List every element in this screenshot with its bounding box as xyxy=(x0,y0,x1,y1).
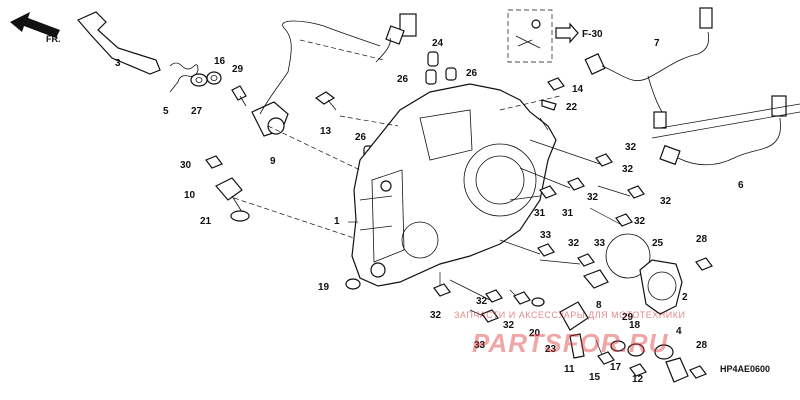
callout-27: 27 xyxy=(191,106,203,117)
washer-4 xyxy=(654,344,674,360)
dowel-pin-26a xyxy=(425,69,437,85)
callout-32-a: 32 xyxy=(625,142,637,153)
bolt-13 xyxy=(314,91,337,111)
collar-16 xyxy=(206,71,222,85)
reference-arrow-icon xyxy=(555,22,579,44)
callout-14: 14 xyxy=(572,84,584,95)
nut-12 xyxy=(629,363,647,377)
callout-32-c: 32 xyxy=(587,192,599,203)
callout-20: 20 xyxy=(529,328,541,339)
callout-10: 10 xyxy=(184,190,196,201)
gasket-25 xyxy=(605,233,651,279)
callout-3: 3 xyxy=(115,58,121,69)
crankcase-cover xyxy=(351,83,557,287)
callout-22: 22 xyxy=(566,102,578,113)
bolt-28-top xyxy=(695,257,713,271)
callout-31-b: 31 xyxy=(562,208,574,219)
callout-9: 9 xyxy=(270,156,276,167)
wire-connector xyxy=(375,13,417,63)
washer-17 xyxy=(610,340,626,352)
callout-29: 29 xyxy=(232,64,244,75)
bracket-23 xyxy=(559,301,589,331)
washer-27 xyxy=(190,73,208,87)
callout-4: 4 xyxy=(676,326,682,337)
bearing-cover-2 xyxy=(639,259,683,315)
callout-32-i: 32 xyxy=(503,320,515,331)
o-ring-21 xyxy=(230,210,250,222)
callout-33-b: 33 xyxy=(594,238,606,249)
seal-18 xyxy=(627,343,645,357)
callout-33-a: 33 xyxy=(540,230,552,241)
callout-26-c: 26 xyxy=(355,132,367,143)
callout-19: 19 xyxy=(318,282,330,293)
callout-26-b: 26 xyxy=(466,68,478,79)
callout-5: 5 xyxy=(163,106,169,117)
callout-25: 25 xyxy=(652,238,664,249)
callout-32-g: 32 xyxy=(476,296,488,307)
callout-13: 13 xyxy=(320,126,332,137)
callout-11: 11 xyxy=(564,364,575,375)
speed-sensor xyxy=(215,177,243,213)
callout-32-h: 32 xyxy=(430,310,442,321)
callout-17: 17 xyxy=(610,362,622,373)
leader-lines xyxy=(233,39,800,239)
bolt-30 xyxy=(205,155,223,169)
shift-shaft xyxy=(77,11,161,75)
bolt-icon xyxy=(531,19,541,29)
bolt-group xyxy=(433,139,645,365)
bolt-29-top xyxy=(231,85,247,107)
callout-33-c: 33 xyxy=(474,340,486,351)
callout-7: 7 xyxy=(654,38,660,49)
callout-21: 21 xyxy=(200,216,212,227)
callout-28-b: 28 xyxy=(696,340,708,351)
bolt-28-bottom xyxy=(689,365,707,379)
nut-19 xyxy=(345,278,361,290)
front-arrow-label: FR. xyxy=(46,34,61,44)
callouts: 3 5 27 16 29 9 13 24 26 26 26 30 10 21 1… xyxy=(115,38,744,385)
callout-15: 15 xyxy=(589,372,601,383)
shift-arm-8 xyxy=(582,269,609,289)
callout-2: 2 xyxy=(682,292,688,303)
front-arrow-icon xyxy=(10,12,60,38)
callout-18: 18 xyxy=(629,320,641,331)
callout-28-a: 28 xyxy=(696,234,708,245)
dowel-pin-26b xyxy=(445,67,457,81)
return-spring xyxy=(169,62,199,93)
callout-32-b: 32 xyxy=(622,164,634,175)
callout-26-a: 26 xyxy=(397,74,409,85)
bolt-14 xyxy=(547,77,565,91)
watermark-site: PARTSFOR.RU xyxy=(472,328,669,358)
callout-32-f: 32 xyxy=(568,238,580,249)
callout-12: 12 xyxy=(632,374,644,385)
callout-23: 23 xyxy=(545,344,557,355)
callout-31-a: 31 xyxy=(534,208,546,219)
wire-harness-6 xyxy=(651,95,800,166)
washer-20 xyxy=(531,297,545,307)
watermark-tagline: ЗАПЧАСТИ И АКСЕССУАРЫ ДЛЯ МОТОТЕХНИКИ xyxy=(454,310,685,320)
clip-icon xyxy=(515,35,541,49)
bracket-plate xyxy=(665,357,689,383)
pin-11 xyxy=(569,333,585,359)
callout-1: 1 xyxy=(334,216,340,227)
callout-24: 24 xyxy=(432,38,444,49)
callout-6: 6 xyxy=(738,180,744,191)
callout-16: 16 xyxy=(214,56,226,67)
watermark: ЗАПЧАСТИ И АКСЕССУАРЫ ДЛЯ МОТОТЕХНИКИ PA… xyxy=(454,310,685,358)
front-direction-indicator: FR. xyxy=(10,12,61,44)
clip-22 xyxy=(541,99,557,111)
gear-position-sensor xyxy=(251,20,381,137)
callout-32-e: 32 xyxy=(634,216,646,227)
diagram-code: HP4AE0600 xyxy=(720,364,770,374)
callout-8: 8 xyxy=(596,300,602,311)
reference-label: F-30 xyxy=(582,29,603,40)
callout-29-b: 29 xyxy=(622,312,634,323)
dowel-pin-24 xyxy=(427,51,439,67)
callout-30: 30 xyxy=(180,160,192,171)
callout-32-d: 32 xyxy=(660,196,672,207)
wire-harness-7 xyxy=(584,7,713,129)
reference-box-frame xyxy=(507,9,553,63)
reference-box: F-30 xyxy=(507,9,603,63)
